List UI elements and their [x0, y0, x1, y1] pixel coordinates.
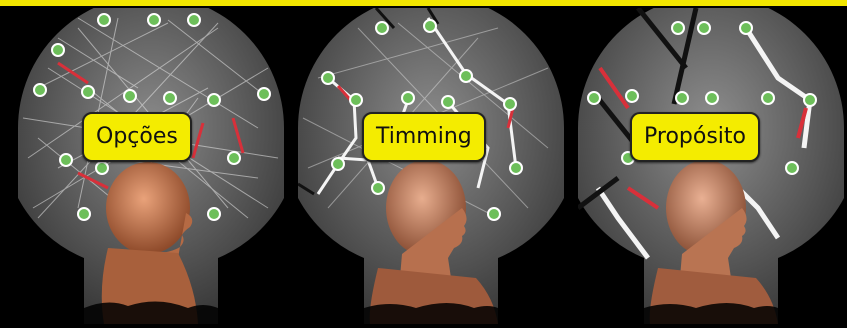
panel-purpose-illustration	[578, 8, 844, 324]
label-timing: Timming	[362, 112, 486, 162]
label-options: Opções	[82, 112, 192, 162]
panel-options-illustration	[18, 8, 284, 324]
top-yellow-bar	[0, 0, 847, 6]
label-purpose: Propósito	[630, 112, 760, 162]
panel-options: Opções	[18, 8, 284, 324]
panel-timing: Timming	[298, 8, 564, 324]
panel-timing-illustration	[298, 8, 564, 324]
panel-purpose: Propósito	[578, 8, 844, 324]
